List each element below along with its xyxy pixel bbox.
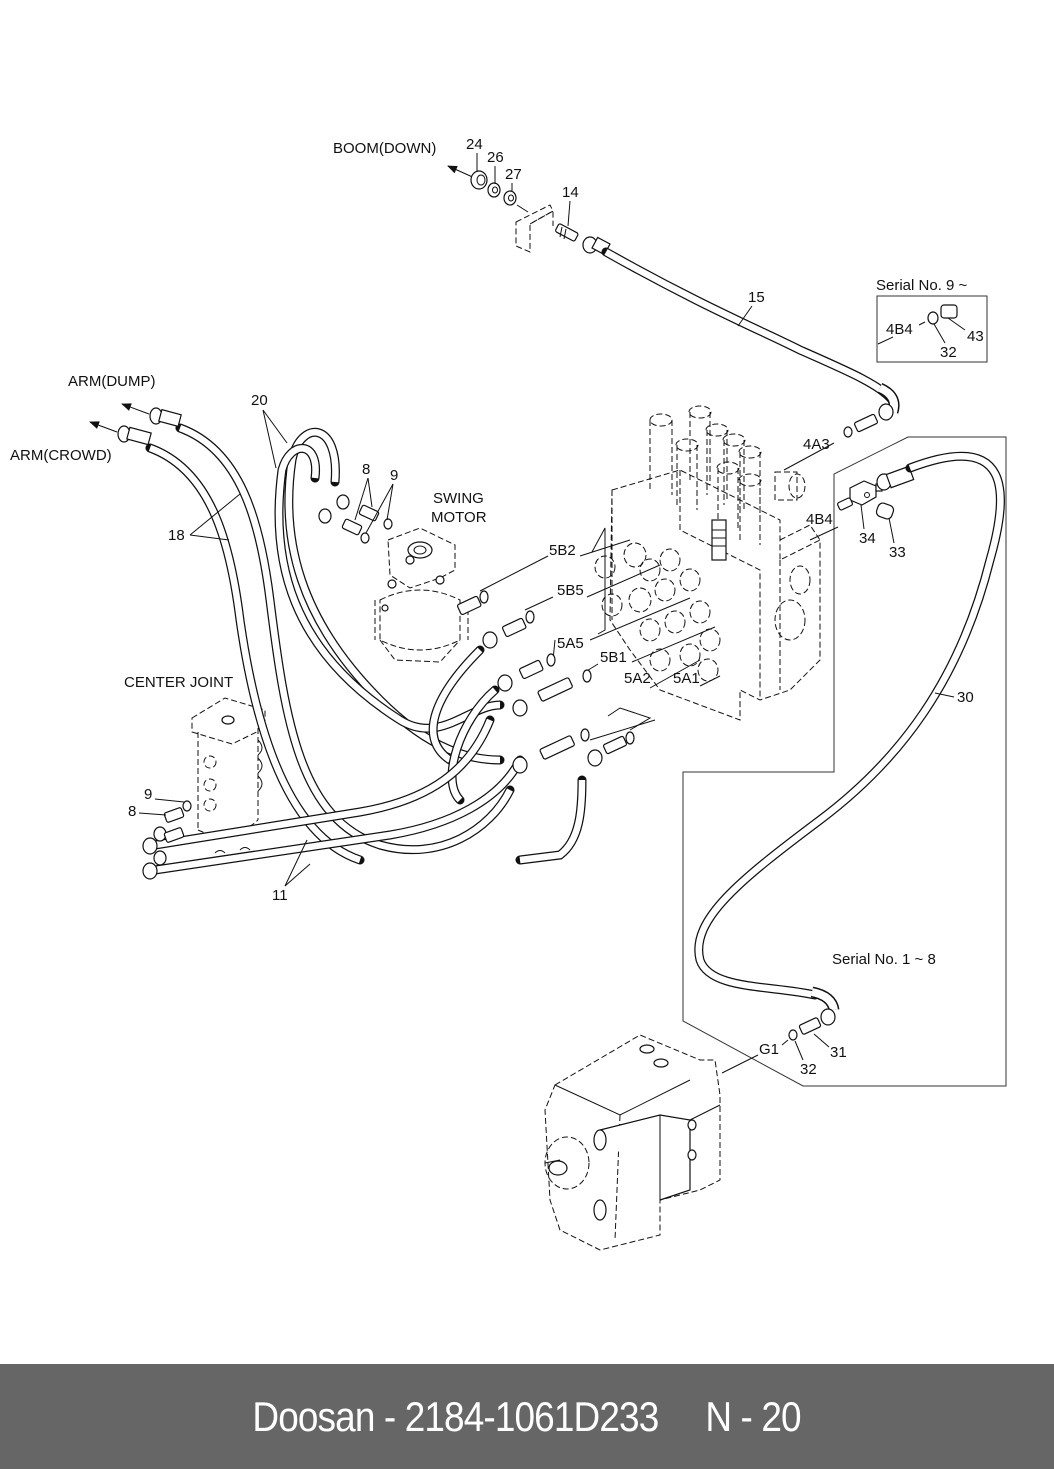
serial-1-8-note: Serial No. 1 ~ 8 xyxy=(832,951,936,968)
hose-30 xyxy=(694,451,1005,1026)
label-5B2: 5B2 xyxy=(549,542,576,559)
hydraulic-piping-diagram: Serial No. 9 ~ 4B4 43 32 Serial No. 1 ~ … xyxy=(10,136,1007,1251)
inset-serial-9: Serial No. 9 ~ 4B4 43 32 xyxy=(876,277,988,363)
main-control-valve xyxy=(594,405,821,721)
hose-30-elbow xyxy=(810,986,840,1026)
washer-26 xyxy=(487,182,501,198)
label-arm-crowd: ARM(CROWD) xyxy=(10,447,112,464)
label-9-left: 9 xyxy=(144,786,152,803)
hoses-11 xyxy=(142,715,587,880)
hydraulic-pump xyxy=(544,1034,721,1251)
label-31: 31 xyxy=(830,1044,847,1061)
label-5B5: 5B5 xyxy=(557,582,584,599)
label-5A1: 5A1 xyxy=(673,670,700,687)
plug-33 xyxy=(875,502,895,520)
hose-30-end-fitting xyxy=(876,465,915,491)
swing-motor xyxy=(374,527,469,663)
label-34: 34 xyxy=(859,530,876,547)
label-4B4-inset: 4B4 xyxy=(886,321,913,338)
label-24: 24 xyxy=(466,136,483,153)
arm-crowd-fitting xyxy=(117,425,152,446)
center-joint xyxy=(191,697,266,837)
label-30: 30 xyxy=(957,689,974,706)
frame-serial-1-8: Serial No. 1 ~ 8 xyxy=(682,436,1007,1087)
label-32-upper: 32 xyxy=(940,344,957,361)
label-5A2: 5A2 xyxy=(624,670,651,687)
hose-15 xyxy=(601,247,900,421)
label-26: 26 xyxy=(487,149,504,166)
label-8-top: 8 xyxy=(362,461,370,478)
center-joint-fittings xyxy=(163,800,192,843)
tee-fitting-34 xyxy=(837,480,883,511)
valve-inlet-fittings xyxy=(456,590,635,774)
label-9-top: 9 xyxy=(390,467,398,484)
label-15: 15 xyxy=(748,289,765,306)
label-4B4: 4B4 xyxy=(806,511,833,528)
label-G1: G1 xyxy=(759,1041,779,1058)
label-center-joint: CENTER JOINT xyxy=(124,674,233,691)
port-4A3-fittings xyxy=(843,413,879,438)
label-43: 43 xyxy=(967,328,984,345)
labels: BOOM(DOWN) 24 26 27 14 15 ARM(DUMP) ARM(… xyxy=(10,136,974,1078)
hose-15-elbow xyxy=(877,382,900,421)
label-boom-down: BOOM(DOWN) xyxy=(333,140,436,157)
hoses-18 xyxy=(89,403,515,865)
hoses-valve-side xyxy=(428,645,500,805)
port-G1-fittings xyxy=(721,1017,830,1074)
washer-27 xyxy=(503,190,517,206)
port-leaders xyxy=(479,442,839,741)
arm-crowd-arrow-icon xyxy=(89,421,118,433)
label-5B1: 5B1 xyxy=(600,649,627,666)
label-motor: MOTOR xyxy=(431,509,487,526)
nut-24 xyxy=(470,170,488,190)
label-20: 20 xyxy=(251,392,268,409)
label-18: 18 xyxy=(168,527,185,544)
label-5A5: 5A5 xyxy=(557,635,584,652)
arm-dump-fitting xyxy=(149,407,182,428)
valve-ports xyxy=(594,542,721,682)
label-14: 14 xyxy=(562,184,579,201)
arm-dump-arrow-icon xyxy=(121,403,150,415)
bracket xyxy=(515,204,554,253)
port-callout-frames xyxy=(591,527,652,731)
hose-20-fittings xyxy=(318,494,393,544)
label-8-left: 8 xyxy=(128,803,136,820)
label-27: 27 xyxy=(505,166,522,183)
valve-spool-caps xyxy=(649,405,762,545)
footer-caption: Doosan - 2184-1061D233 N - 20 xyxy=(252,1392,802,1440)
label-swing: SWING xyxy=(433,490,484,507)
label-33: 33 xyxy=(889,544,906,561)
boom-down-fittings xyxy=(447,165,611,256)
label-32-lower: 32 xyxy=(800,1061,817,1078)
adapter-14 xyxy=(555,223,579,242)
serial-9-note: Serial No. 9 ~ xyxy=(876,277,968,294)
footer-bar: Doosan - 2184-1061D233 N - 20 xyxy=(0,1364,1054,1469)
label-arm-dump: ARM(DUMP) xyxy=(68,373,156,390)
label-4A3: 4A3 xyxy=(803,436,830,453)
label-11: 11 xyxy=(272,887,288,904)
